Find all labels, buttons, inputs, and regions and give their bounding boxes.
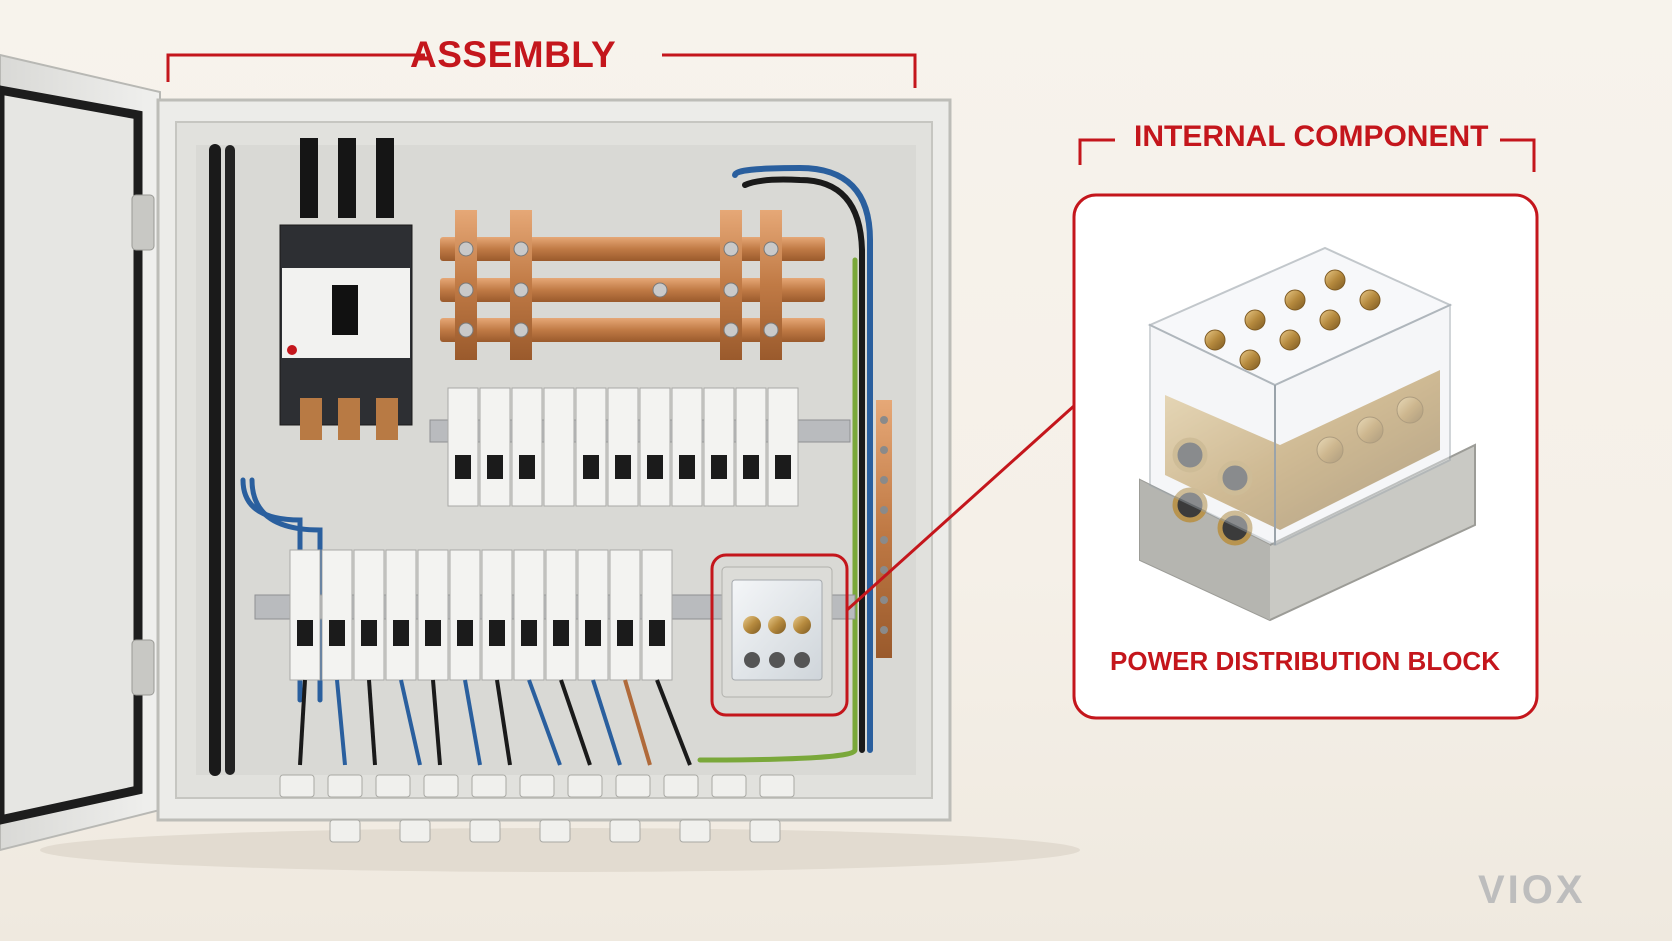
- power-distribution-block-small: [721, 566, 833, 698]
- assembly-bracket: [166, 53, 917, 88]
- viox-logo: VIOX: [1478, 868, 1586, 912]
- door-hinge-top: [131, 194, 155, 251]
- internal-component-bracket: [1078, 138, 1536, 172]
- breaker-row-upper: [447, 387, 799, 507]
- enclosure-door: [0, 53, 161, 852]
- callout-connector-line: [845, 403, 1077, 612]
- copper-busbars: [440, 210, 825, 360]
- cable-glands: [279, 774, 795, 843]
- assembly-label: ASSEMBLY: [410, 34, 617, 75]
- cable-bundle-left: [209, 144, 323, 776]
- power-distribution-block-large: [1139, 246, 1476, 622]
- outgoing-cables: [298, 679, 692, 766]
- breaker-row-lower: [289, 549, 673, 681]
- enclosure-shadow: [40, 828, 1080, 872]
- cable-bundle-right: [697, 164, 873, 763]
- main-circuit-breaker: [279, 138, 413, 440]
- door-hinge-bottom: [131, 639, 155, 696]
- highlight-box-small: [710, 553, 849, 717]
- earth-terminal-strip: [876, 400, 892, 658]
- internal-component-label: INTERNAL COMPONENT: [1134, 120, 1489, 153]
- power-distribution-block-label: POWER DISTRIBUTION BLOCK: [1110, 646, 1500, 676]
